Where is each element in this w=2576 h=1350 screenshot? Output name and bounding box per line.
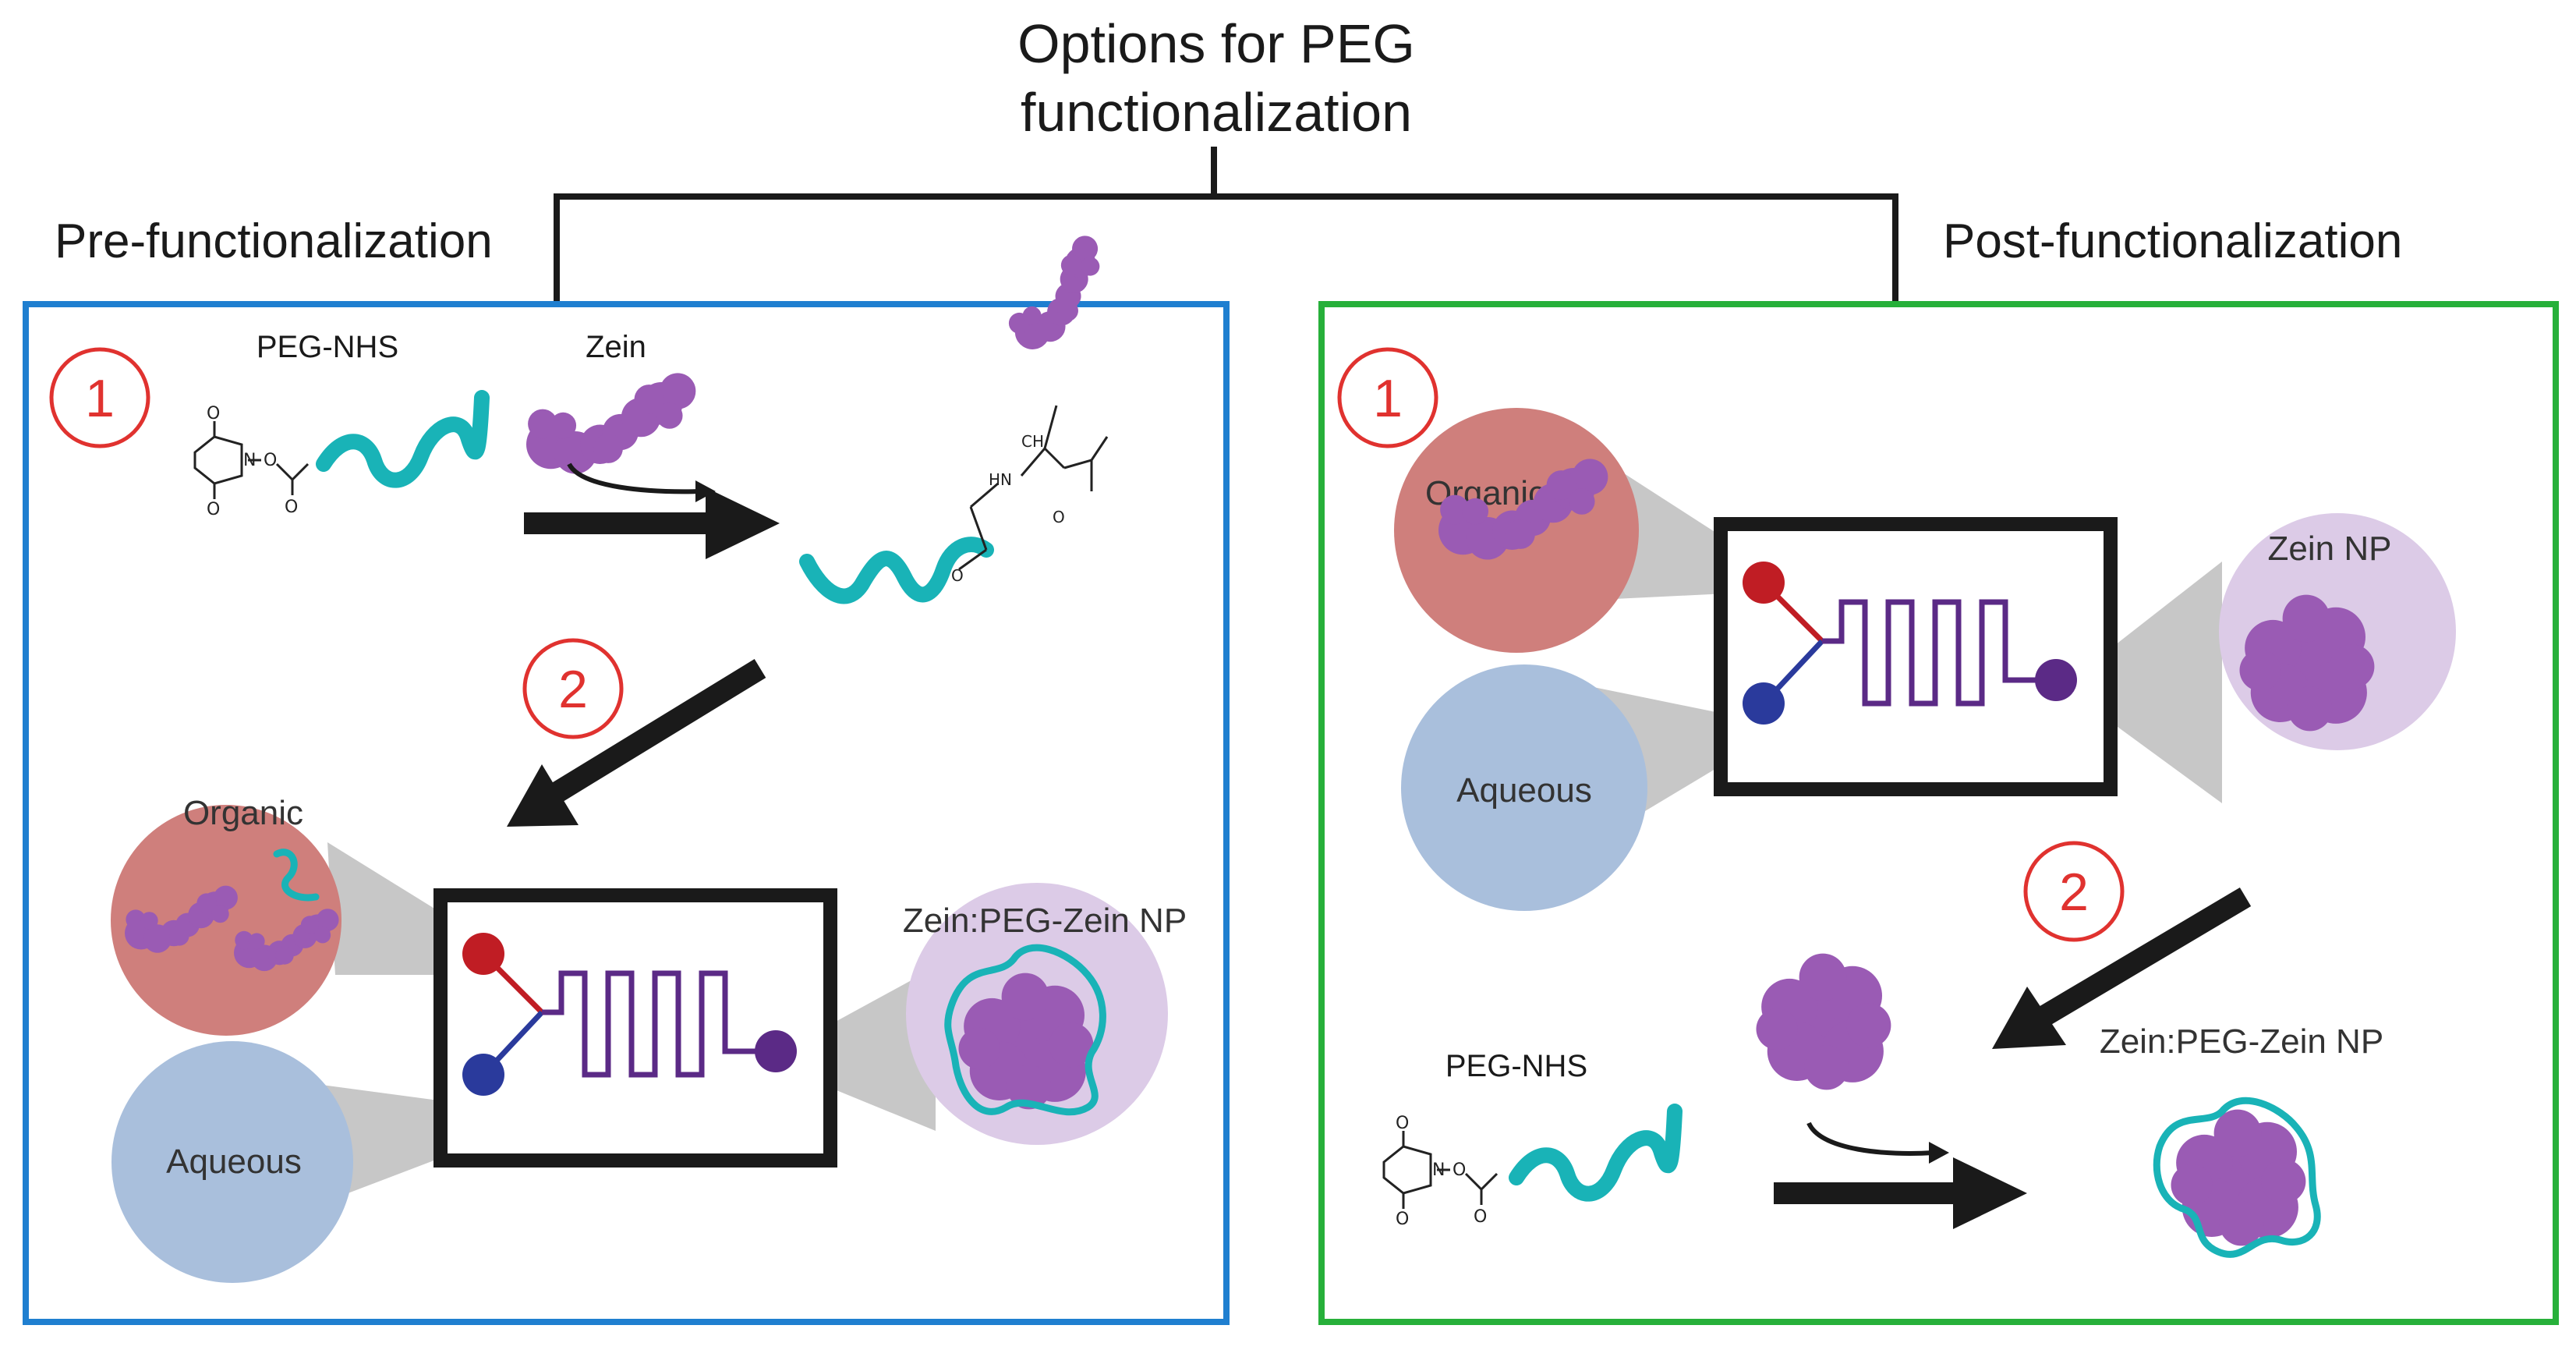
post-nhs-ester-icon: N O O O O <box>1382 1114 1499 1229</box>
step-2-arrow-icon <box>507 659 766 827</box>
post-np-peg-corona <box>2153 1097 2321 1258</box>
title-line-2: functionalization <box>1021 82 1412 143</box>
conjugate-skeleton <box>958 405 1109 571</box>
chem-hn-label: HN <box>989 470 1012 489</box>
chem-ch-label: CH <box>1021 432 1044 451</box>
pre-product-label: Zein:PEG-Zein NP <box>903 902 1187 940</box>
pre-np-peg-corona <box>944 944 1106 1116</box>
post-aqueous-label: Aqueous <box>1456 771 1592 810</box>
post-chem-o-label-3: O <box>1396 1210 1409 1229</box>
pre-step-1-badge: 1 <box>49 347 150 448</box>
post-step-2-label: 2 <box>2059 863 2089 922</box>
post-chem-n-label: N <box>1432 1160 1445 1180</box>
pre-functionalization-panel <box>23 301 1230 1325</box>
post-step-1-badge: 1 <box>1337 347 1438 448</box>
zein-protein-icon <box>526 373 696 474</box>
post-step-2-arrow-icon <box>1992 887 2252 1049</box>
post-chem-o-label-2: O <box>1396 1114 1409 1133</box>
post-peg-chain-icon <box>1509 1104 1683 1202</box>
reaction-arrow-icon <box>524 487 780 559</box>
pre-peg-nhs-label: PEG-NHS <box>257 330 398 364</box>
chem-o-label-5: O <box>951 566 964 585</box>
pre-functionalization-heading: Pre-functionalization <box>55 214 493 268</box>
pre-aqueous-label: Aqueous <box>166 1143 302 1181</box>
post-reaction-arrow-icon <box>1774 1157 2027 1229</box>
post-step-1-label: 1 <box>1373 369 1403 428</box>
chem-o-label-3: O <box>207 500 220 519</box>
pre-step-2-badge: 2 <box>522 638 624 739</box>
pre-zein-label: Zein <box>586 330 646 364</box>
tree-connector <box>554 147 1898 303</box>
organic-peg-chain-icon <box>273 849 320 902</box>
post-zein-np-reactant-icon <box>1756 953 1891 1090</box>
chem-o-label-1: O <box>264 451 277 470</box>
chem-o-label-6: O <box>1053 508 1065 526</box>
product-cone <box>764 967 936 1131</box>
chem-o-label-4: O <box>285 498 298 517</box>
title-line-1: Options for PEG <box>1017 13 1415 74</box>
nhs-ester-icon: N O O O O <box>193 404 310 519</box>
chem-n-label: N <box>243 451 256 470</box>
post-product-label: Zein:PEG-Zein NP <box>2100 1022 2383 1061</box>
post-chem-o-label-1: O <box>1453 1160 1466 1180</box>
pre-organic-label: Organic <box>183 794 303 832</box>
post-aqueous-bubble <box>1401 664 1647 911</box>
post-product-cone <box>2062 562 2222 803</box>
post-chem-o-label-4: O <box>1474 1207 1487 1227</box>
post-functionalization-heading: Post-functionalization <box>1943 214 2402 268</box>
post-peg-nhs-label: PEG-NHS <box>1445 1049 1587 1083</box>
post-curved-reaction-arrow <box>1806 1121 1934 1156</box>
post-functionalization-panel <box>1318 301 2559 1325</box>
post-step-2-badge: 2 <box>2023 841 2125 942</box>
pre-aqueous-bubble <box>111 1041 353 1283</box>
post-product-nanoparticle-icon <box>2171 1109 2306 1246</box>
conjugate-zein-protein-icon <box>989 230 1130 360</box>
pre-step-2-label: 2 <box>558 660 588 719</box>
pre-step-1-label: 1 <box>85 369 115 428</box>
post-zein-np-label: Zein NP <box>2268 530 2392 568</box>
peg-chain-icon <box>316 390 490 488</box>
chem-o-label-2: O <box>207 404 220 423</box>
conjugate-atom-labels: HN CH O O <box>951 432 1065 585</box>
pre-microfluidic-chip-icon <box>441 895 830 1160</box>
conjugate-peg-chain-icon <box>799 537 994 604</box>
post-microfluidic-chip-icon <box>1721 524 2111 789</box>
curved-reaction-arrow <box>567 462 702 494</box>
post-curved-arrow-head <box>1929 1142 1949 1164</box>
